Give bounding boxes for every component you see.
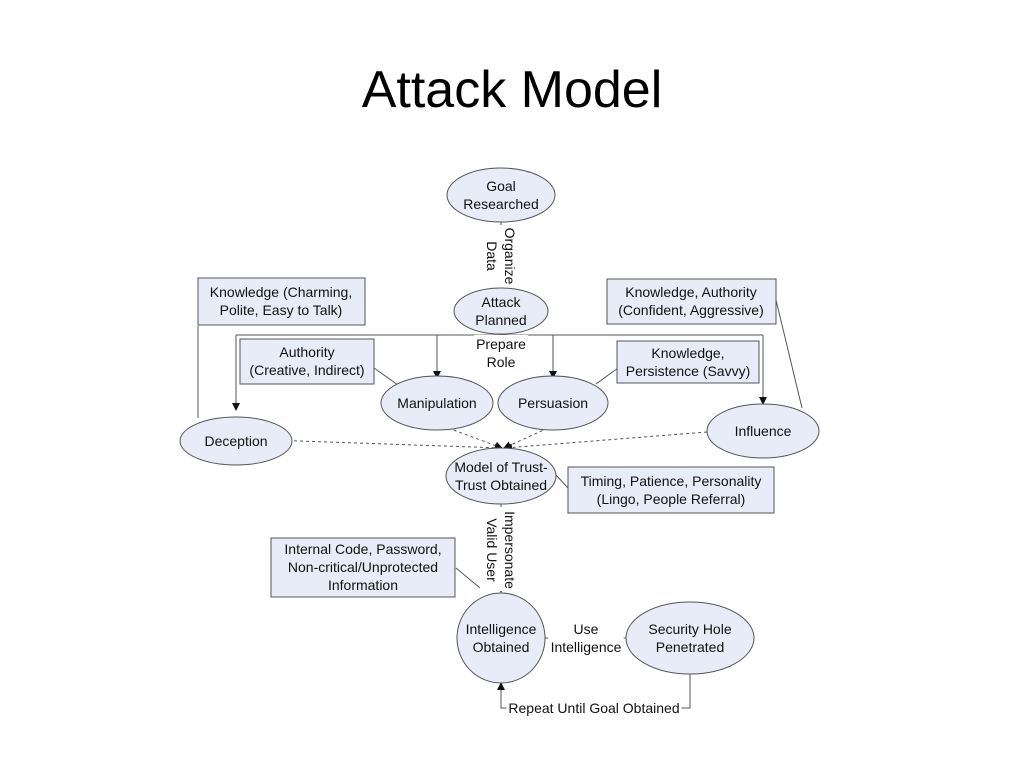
label-impersonate: ImpersonateValid User: [484, 511, 518, 589]
label-box-knowledge-charming: Knowledge (Charming,Polite, Easy to Talk…: [210, 284, 352, 318]
nodes: [179, 167, 820, 684]
node-influence: [706, 403, 820, 459]
label-model-of-trust: Model of Trust-Trust Obtained: [454, 459, 548, 493]
box-knowledge-charming: [197, 277, 366, 326]
label-deception: Deception: [204, 433, 267, 449]
label-prepare-role-bg: [474, 334, 529, 371]
edge-manipulation-to-trust: [447, 427, 503, 450]
label-box-knowledge-authority: Knowledge, Authority(Confident, Aggressi…: [618, 284, 764, 318]
node-security-hole: [625, 601, 755, 675]
label-box-authority-creative: Authority(Creative, Indirect): [249, 344, 364, 378]
box-knowledge-persistence: [616, 340, 760, 384]
node-model-of-trust: [445, 447, 557, 505]
edge-persuasion-to-trust: [503, 427, 549, 449]
box-authority-creative: [239, 338, 375, 385]
label-organize-data: OrganizeData: [484, 228, 518, 285]
label-box-internal-code: Internal Code, Password,Non-critical/Unp…: [284, 541, 441, 593]
slide-title: Attack Model: [361, 61, 663, 119]
label-impersonate-bg: [483, 509, 520, 592]
boxes: [197, 277, 777, 598]
label-persuasion: Persuasion: [518, 395, 588, 411]
label-box-timing-patience: Timing, Patience, Personality(Lingo, Peo…: [581, 473, 762, 507]
label-repeat-bg: [506, 698, 682, 717]
label-repeat: Repeat Until Goal Obtained: [508, 700, 679, 716]
node-persuasion: [497, 375, 609, 431]
node-manipulation: [380, 375, 494, 431]
label-organize-data-bg: [483, 225, 520, 287]
edge-deception-to-trust: [269, 439, 503, 452]
edge-box-persistence: [595, 367, 619, 385]
node-intelligence-obtained: [456, 592, 546, 684]
edge-box-authority: [775, 299, 803, 409]
label-use-intelligence-bg: [548, 619, 624, 656]
edge-box-internal: [455, 567, 481, 589]
box-timing-patience: [567, 466, 775, 514]
edge-box-creative: [373, 367, 399, 386]
label-influence: Influence: [735, 423, 792, 439]
label-box-knowledge-persistence: Knowledge,Persistence (Savvy): [626, 345, 750, 379]
box-knowledge-authority: [606, 278, 777, 325]
node-goal-researched: [446, 167, 556, 223]
edge-box-timing: [555, 474, 569, 489]
label-manipulation: Manipulation: [397, 395, 476, 411]
edge-influence-to-trust: [504, 431, 708, 452]
node-deception: [179, 416, 293, 466]
box-internal-code: [270, 537, 456, 598]
node-attack-planned: [453, 287, 549, 335]
